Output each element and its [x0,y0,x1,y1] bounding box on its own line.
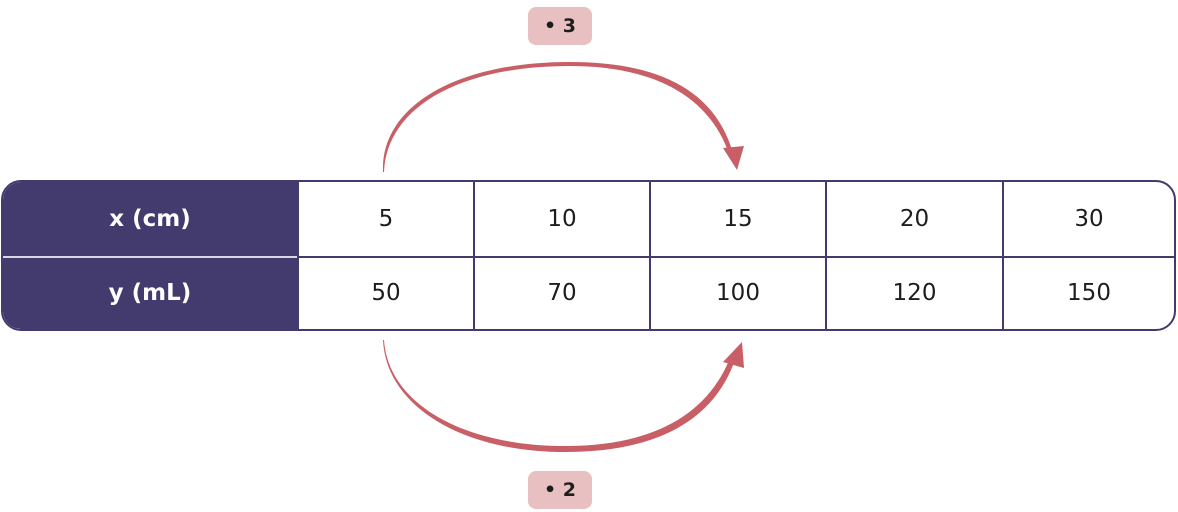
table-cell: 20 [825,182,1002,256]
table-cell: 15 [649,182,825,256]
proportion-table: x (cm) 5 10 15 20 30 y (mL) 50 70 100 12… [1,180,1176,331]
top-arrowhead-icon [723,146,744,170]
row-header-x: x (cm) [3,182,297,256]
multiplier-badge-bottom: • 2 [528,471,592,509]
table-cell: 5 [297,182,473,256]
table-cell: 50 [297,255,473,329]
table-cell: 120 [825,255,1002,329]
table-cell: 10 [473,182,649,256]
table-cell: 70 [473,255,649,329]
table-cell: 150 [1002,255,1174,329]
row-header-y: y (mL) [3,255,297,329]
table-cell: 100 [649,255,825,329]
multiplier-badge-top: • 3 [528,7,592,45]
bottom-arc-arrow [383,340,735,452]
table-cell: 30 [1002,182,1174,256]
bottom-arrowhead-icon [723,342,744,368]
top-arc-arrow [382,62,732,172]
